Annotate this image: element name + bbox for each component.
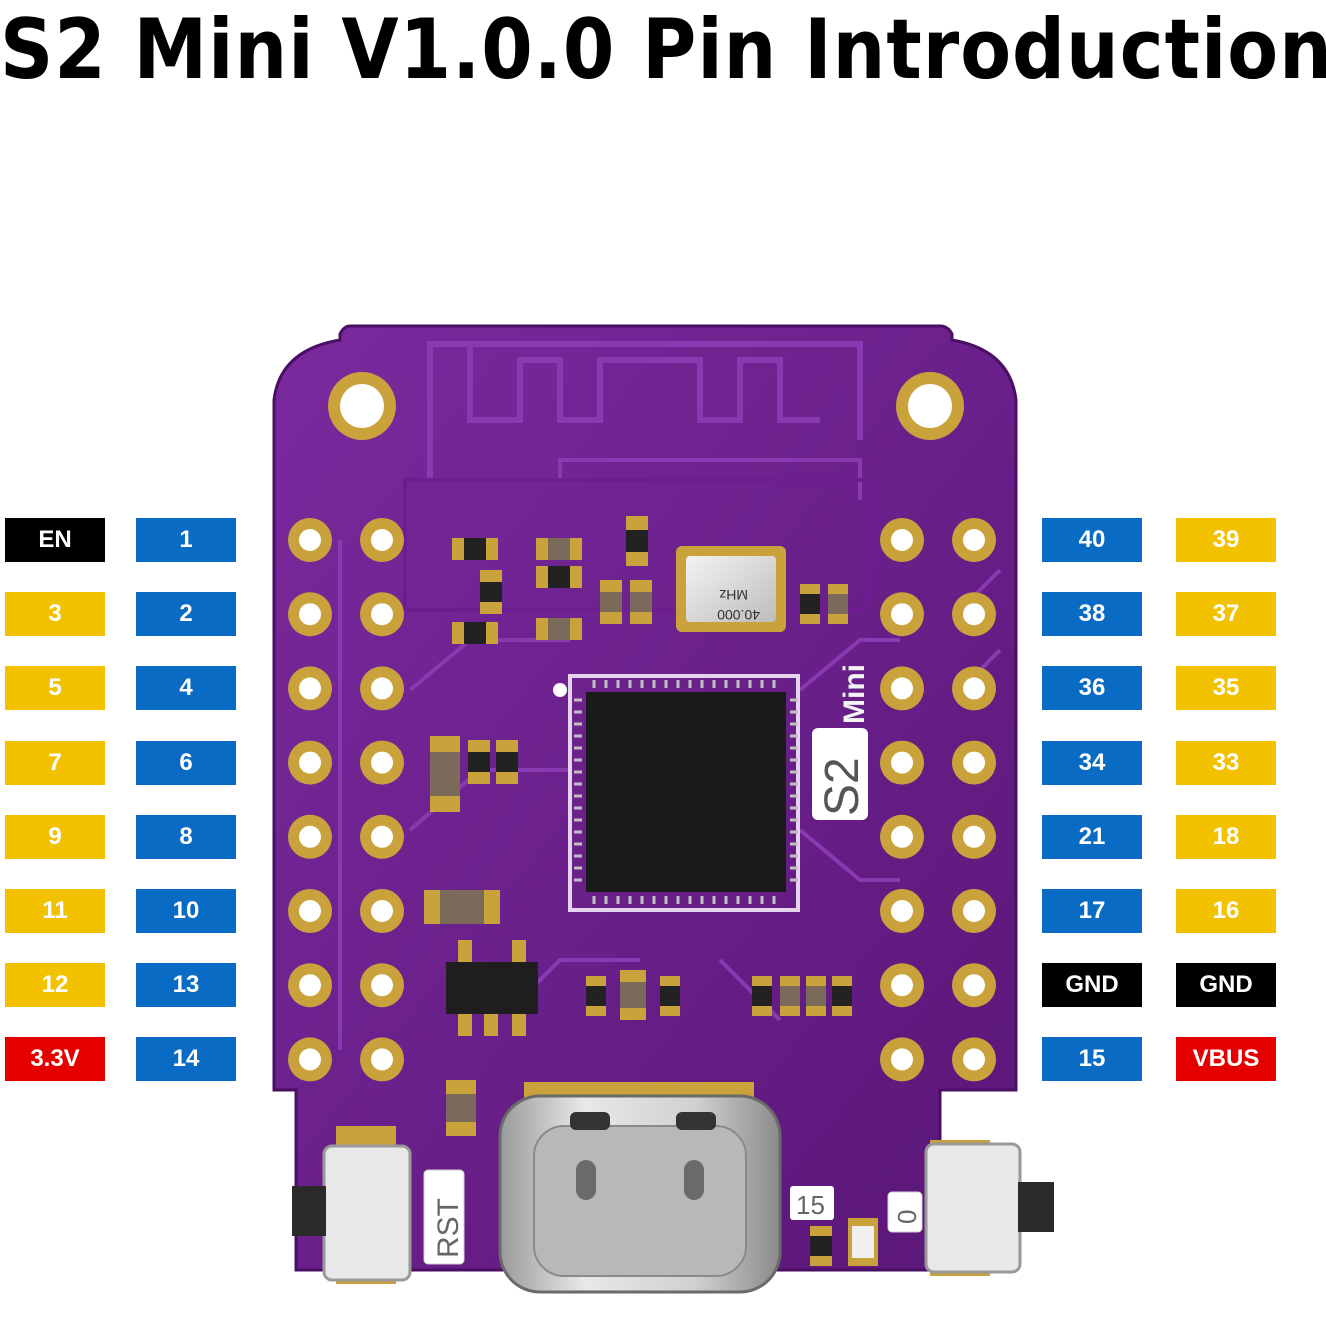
header-pad xyxy=(880,1037,924,1082)
pin-label-left-inner: 2 xyxy=(136,592,236,636)
header-pad xyxy=(288,889,332,933)
crystal-freq-label: 40.000 xyxy=(717,607,760,623)
page-title: S2 Mini V1.0.0 Pin Introduction xyxy=(0,2,1326,99)
pin-label-left-outer: 3 xyxy=(5,592,105,636)
header-pad xyxy=(360,592,404,637)
pin-label-left-outer: 7 xyxy=(5,741,105,785)
header-pad xyxy=(952,963,996,1008)
led-silkscreen: 15 xyxy=(790,1186,834,1220)
header-pad xyxy=(880,518,924,562)
pin-label-right-inner: 17 xyxy=(1042,889,1142,933)
usb-c-connector xyxy=(498,1082,782,1294)
header-pad xyxy=(360,666,404,711)
pin-label-right-inner: GND xyxy=(1042,963,1142,1007)
pin-label-right-inner: 21 xyxy=(1042,815,1142,859)
header-pad xyxy=(880,889,924,933)
pin-label-right-outer: 16 xyxy=(1176,889,1276,933)
header-pad xyxy=(288,740,332,785)
header-pad xyxy=(880,814,924,859)
pin-label-left-inner: 10 xyxy=(136,889,236,933)
pin-label-left-outer: 3.3V xyxy=(5,1037,105,1081)
header-pad xyxy=(288,518,332,562)
smd-components xyxy=(424,516,878,1266)
header-pad xyxy=(952,740,996,785)
header-pad xyxy=(952,518,996,562)
s2-label: S2 xyxy=(816,757,869,816)
zero-label: 0 xyxy=(892,1210,922,1224)
pin-label-left-inner: 13 xyxy=(136,963,236,1007)
pcb-traces xyxy=(338,458,1002,1050)
pin-label-left-inner: 6 xyxy=(136,741,236,785)
pin-label-right-outer: 37 xyxy=(1176,592,1276,636)
crystal-oscillator: 40.000 MHz xyxy=(676,546,786,632)
led-label: 15 xyxy=(796,1190,825,1220)
rst-button xyxy=(292,1126,412,1284)
pin-label-left-outer: 9 xyxy=(5,815,105,859)
header-pad xyxy=(880,740,924,785)
pin-label-left-inner: 1 xyxy=(136,518,236,562)
header-pad xyxy=(952,592,996,637)
voltage-regulator xyxy=(446,940,538,1036)
header-pad xyxy=(360,518,404,562)
header-pad xyxy=(952,666,996,711)
pin-label-right-inner: 38 xyxy=(1042,592,1142,636)
header-pad xyxy=(360,1037,404,1082)
pin-label-right-inner: 36 xyxy=(1042,666,1142,710)
header-pad xyxy=(360,963,404,1008)
header-pad xyxy=(880,666,924,711)
pin-label-left-inner: 14 xyxy=(136,1037,236,1081)
header-pad xyxy=(288,666,332,711)
header-pad xyxy=(288,963,332,1008)
pin-label-right-inner: 40 xyxy=(1042,518,1142,562)
header-pad xyxy=(952,1037,996,1082)
rst-silkscreen: RST xyxy=(423,1169,465,1265)
pin-label-left-inner: 4 xyxy=(136,666,236,710)
header-pad xyxy=(880,963,924,1008)
pin-label-right-inner: 34 xyxy=(1042,741,1142,785)
pin-label-right-inner: 15 xyxy=(1042,1037,1142,1081)
header-pad xyxy=(360,814,404,859)
pin-label-left-outer: 12 xyxy=(5,963,105,1007)
pin-label-right-outer: VBUS xyxy=(1176,1037,1276,1081)
pin-label-right-outer: 39 xyxy=(1176,518,1276,562)
pin-label-right-outer: 33 xyxy=(1176,741,1276,785)
pin-label-right-outer: 35 xyxy=(1176,666,1276,710)
boot-button xyxy=(924,1140,1054,1276)
pin-label-left-outer: 5 xyxy=(5,666,105,710)
mounting-hole-left xyxy=(328,372,396,440)
pin-label-left-outer: 11 xyxy=(5,889,105,933)
header-pad xyxy=(288,814,332,859)
header-pad xyxy=(288,1037,332,1082)
header-pad xyxy=(360,740,404,785)
pin-label-left-inner: 8 xyxy=(136,815,236,859)
esp32-s2-chip xyxy=(553,674,800,912)
antenna-trace xyxy=(427,341,863,480)
pin-label-right-outer: 18 xyxy=(1176,815,1276,859)
rst-label: RST xyxy=(432,1198,465,1258)
header-pad xyxy=(880,592,924,637)
mounting-hole-right xyxy=(896,372,964,440)
pin-label-left-outer: EN xyxy=(5,518,105,562)
s2-mini-silkscreen: S2 Mini xyxy=(812,664,871,820)
header-pad xyxy=(360,889,404,933)
header-pad xyxy=(952,814,996,859)
pin-label-right-outer: GND xyxy=(1176,963,1276,1007)
header-pads xyxy=(288,518,996,1082)
zero-silkscreen: 0 xyxy=(887,1191,923,1233)
mini-label: Mini xyxy=(838,664,871,724)
crystal-unit-label: MHz xyxy=(719,587,748,603)
header-pad xyxy=(288,592,332,637)
header-pad xyxy=(952,889,996,933)
